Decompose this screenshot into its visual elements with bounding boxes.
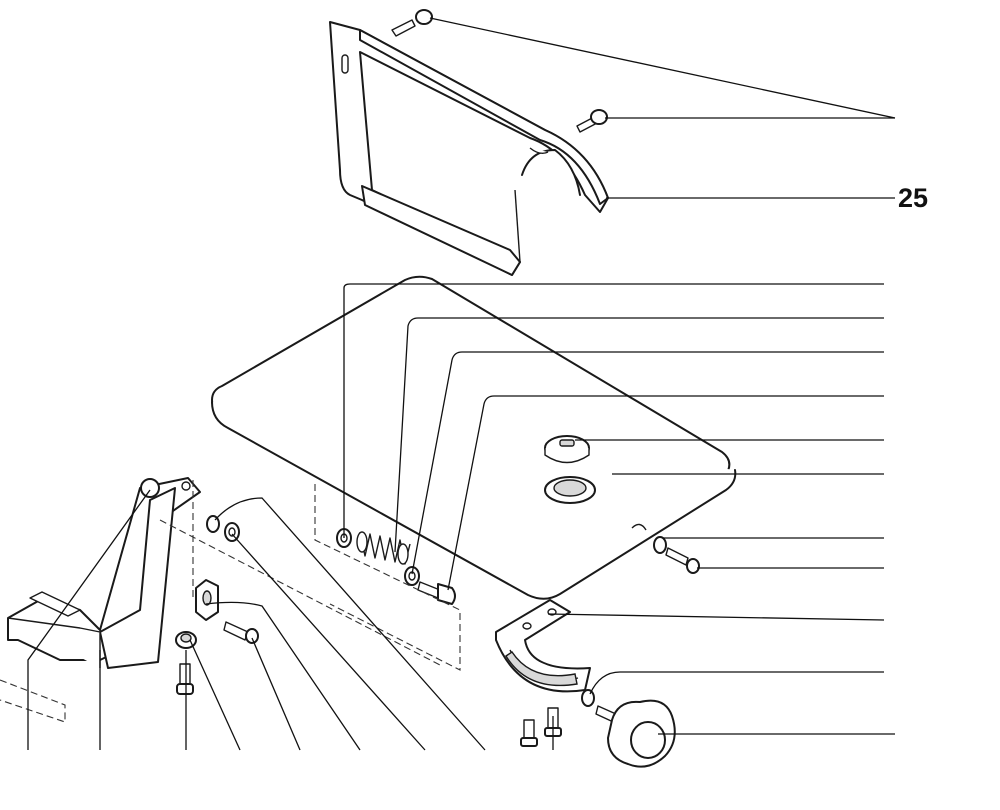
- table-bolt: [417, 581, 456, 605]
- washer-mid: [404, 566, 420, 586]
- tilt-bracket: [495, 599, 591, 693]
- leader-lines-bottom: [27, 489, 554, 751]
- knob-washer: [581, 689, 595, 707]
- table-insert-plug: [544, 435, 590, 464]
- frame-screw-vertical: [176, 663, 194, 695]
- cover-screw-top: [391, 9, 433, 37]
- support-frame: [7, 477, 201, 669]
- bracket-screw-left: [520, 719, 538, 747]
- callout-25: 25: [898, 183, 928, 213]
- leader-lines-right: [343, 17, 896, 735]
- right-washer: [653, 536, 667, 554]
- cover-screw-right: [576, 109, 608, 133]
- saw-table: [211, 275, 737, 600]
- frame-washer-b: [224, 522, 240, 542]
- table-bushing: [544, 476, 596, 504]
- frame-washer-a: [206, 515, 220, 533]
- compression-spring: [356, 531, 411, 565]
- clamp-block: [195, 579, 219, 621]
- frame-screw-diagonal: [223, 621, 259, 644]
- belt-guard-cover: [329, 21, 609, 276]
- locking-knob: [595, 699, 676, 768]
- frame-nut: [175, 631, 197, 649]
- assembly-guide-lines: [0, 480, 461, 723]
- right-screw: [665, 547, 700, 574]
